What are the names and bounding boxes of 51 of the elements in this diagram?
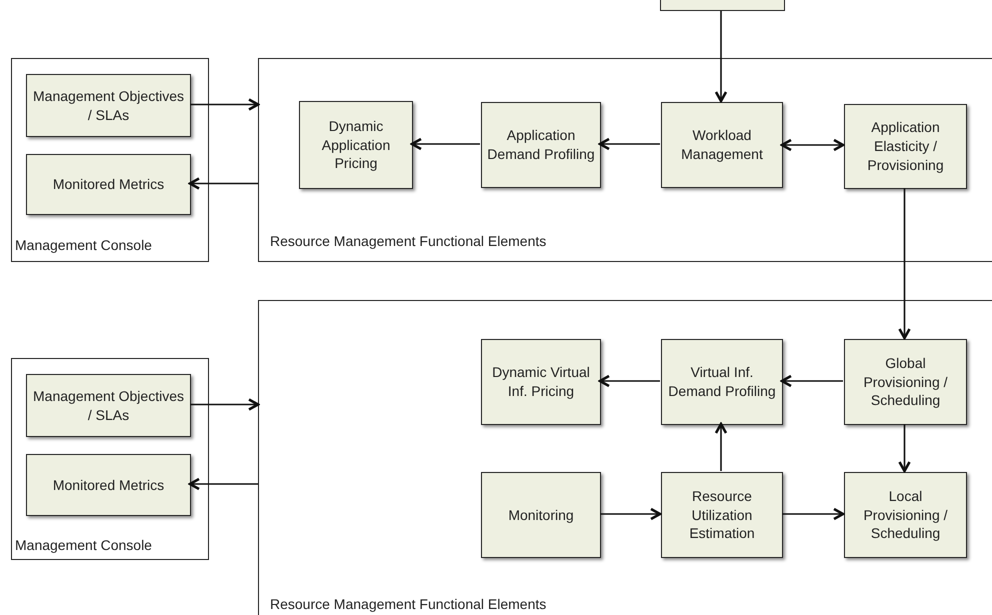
box-label: Global Provisioning / Scheduling (862, 354, 949, 410)
process-box (481, 102, 601, 188)
arrow (898, 424, 911, 472)
process-box (26, 154, 191, 215)
process-box (661, 102, 783, 188)
box-label: Monitoring (507, 506, 575, 524)
arrow (600, 508, 662, 520)
arrow (188, 177, 258, 190)
process-box (26, 374, 191, 437)
process-box (26, 74, 191, 137)
arrow (782, 508, 844, 520)
process-box (481, 472, 601, 558)
box-label: Application Elasticity / Provisioning (866, 118, 945, 175)
box-label: Management Objectives / SLAs (32, 386, 185, 424)
box-label: Dynamic Application Pricing (320, 116, 392, 174)
group-panel (11, 358, 209, 560)
arrow (190, 398, 260, 411)
panel-title: Management Console (15, 537, 152, 553)
box-label: Application Demand Profiling (486, 126, 596, 164)
group-panel (258, 58, 992, 262)
group-panel (258, 300, 992, 615)
arrow (190, 98, 260, 111)
process-box (481, 339, 601, 425)
arrow (714, 11, 728, 102)
panel-title: Management Console (15, 237, 152, 253)
arrow (188, 478, 258, 490)
group-panel (11, 58, 209, 262)
process-box (661, 339, 783, 425)
process-box (26, 454, 191, 516)
panel-title: Resource Management Functional Elements (270, 596, 546, 612)
arrow (898, 188, 911, 340)
arrow (780, 374, 843, 388)
box-label: Management Objectives / SLAs (32, 86, 185, 124)
box-label: Dynamic Virtual Inf. Pricing (491, 363, 591, 401)
process-box (299, 101, 413, 189)
panel-title: Resource Management Functional Elements (270, 233, 546, 249)
box-label: Virtual Inf. Demand Profiling (667, 363, 777, 401)
box-label: Workload Management (680, 126, 764, 164)
process-box (661, 472, 783, 558)
arrow (714, 422, 728, 471)
process-box (844, 104, 967, 189)
arrow (598, 374, 660, 388)
box-label: Resource Utilization Estimation (688, 486, 756, 544)
arrow (598, 138, 660, 150)
process-box (844, 472, 967, 558)
arrow (410, 138, 480, 150)
process-box (844, 339, 967, 425)
box-label: Monitored Metrics (52, 175, 166, 194)
arrow (780, 138, 844, 152)
box-label: Monitored Metrics (52, 476, 166, 494)
box-label: Local Provisioning / Scheduling (862, 486, 949, 544)
